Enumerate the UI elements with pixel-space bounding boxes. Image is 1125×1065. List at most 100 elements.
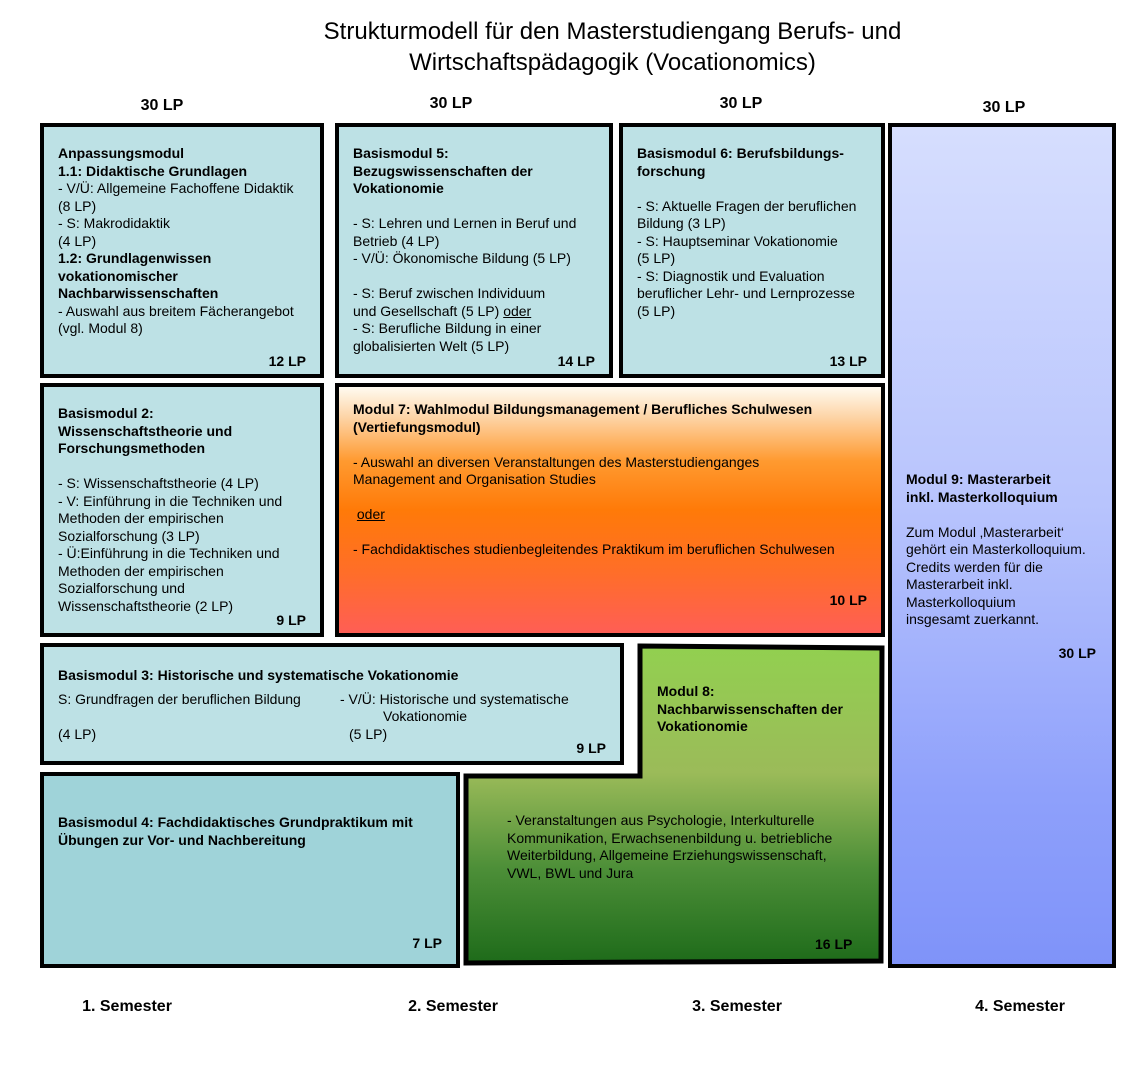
module-2: Basismodul 2: Wissenschaftstheorie und F… [40, 383, 324, 637]
submodule-title: Nachbarwissenschaften [58, 285, 219, 301]
course-line: - V: Einführung in die Techniken und [58, 492, 283, 509]
module-4: Basismodul 4: Fachdidaktisches Grundprak… [40, 772, 460, 968]
module-credits: 30 LP [1058, 644, 1096, 661]
course-line: - S: Aktuelle Fragen der beruflichen [637, 197, 857, 214]
course-line: (vgl. Modul 8) [58, 320, 143, 336]
module-8-credits: 16 LP [815, 936, 853, 952]
diagram-title: Strukturmodell für den Masterstudiengang… [0, 16, 1125, 78]
course-line: - Ü:Einführung in die Techniken und [58, 545, 280, 561]
course-line: Vokationomie [383, 707, 468, 724]
course-line: Bildung (3 LP) [637, 215, 726, 231]
course-line: - S: Wissenschaftstheorie (4 LP) [58, 475, 259, 491]
course-line: Kommunikation, Erwachsenenbildung u. bet… [507, 829, 833, 846]
course-credits: (4 LP) [58, 232, 97, 249]
course-line: und Gesellschaft (5 LP) oder [353, 303, 595, 321]
course-line: Weiterbildung, Allgemeine Erziehungswiss… [507, 847, 827, 863]
course-line: Sozialforschung (3 LP) [58, 527, 200, 544]
option-line: - Auswahl an diversen Veranstaltungen de… [353, 453, 760, 470]
course-line: (5 LP) [637, 250, 676, 266]
course-line: - V/Ü: Allgemeine Fachoffene Didaktik [58, 180, 294, 196]
semester-2-credits: 30 LP [429, 95, 473, 112]
module-title: forschung [637, 162, 706, 179]
submodule-title: vokationomischer [58, 267, 178, 284]
course-line: - S: Hauptseminar Vokationomie [637, 232, 838, 249]
semester-3-label: 3. Semester [692, 998, 782, 1015]
title-line-2: Wirtschaftspädagogik (Vocationomics) [409, 49, 816, 76]
semester-2-label: 2. Semester [408, 998, 498, 1015]
module-title: Basismodul 2: [58, 405, 154, 421]
description-line: insgesamt zuerkannt. [906, 611, 1040, 627]
module-title: Vokationomie [657, 718, 748, 734]
or-label: oder [503, 302, 532, 319]
module-title: Vokationomie [353, 180, 444, 196]
module-9: Modul 9: Masterarbeit inkl. Masterkolloq… [888, 123, 1116, 968]
module-8-courses: - Veranstaltungen aus Psychologie, Inter… [507, 812, 832, 882]
module-credits: 9 LP [576, 739, 606, 756]
course-credits: (4 LP) [58, 725, 97, 742]
description-line: Credits werden für die [906, 558, 1043, 575]
module-title: Forschungsmethoden [58, 440, 206, 456]
course-line: - Auswahl aus breitem Fächerangebot [58, 302, 294, 319]
course-line: S: Grundfragen der beruflichen Bildung [58, 690, 301, 707]
semester-4-credits: 30 LP [982, 99, 1026, 116]
module-title: Wissenschaftstheorie und [58, 422, 233, 439]
semester-3-credits: 30 LP [719, 95, 763, 112]
module-credits: 13 LP [829, 352, 867, 369]
course-line: - Veranstaltungen aus Psychologie, Inter… [507, 812, 815, 828]
course-line: Methoden der empirischen [58, 510, 224, 526]
option-line: Management and Organisation Studies [353, 471, 596, 487]
course-line: globalisierten Welt (5 LP) [353, 337, 510, 354]
module-credits: 12 LP [268, 352, 306, 369]
module-title: Bezugswissenschaften der [353, 162, 533, 179]
course-line: - S: Lehren und Lernen in Beruf und [353, 215, 577, 231]
module-8-title: Modul 8: Nachbarwissenschaften der Vokat… [657, 683, 843, 736]
description-line: Zum Modul ‚Masterarbeit‘ [906, 523, 1064, 540]
course-line: - S: Beruf zwischen Individuum [353, 285, 546, 301]
course-line: Methoden der empirischen [58, 562, 224, 579]
module-title: Basismodul 3: Historische und systematis… [58, 667, 459, 683]
module-5: Basismodul 5: Bezugswissenschaften der V… [335, 123, 613, 378]
module-7: Modul 7: Wahlmodul Bildungsmanagement / … [335, 383, 885, 637]
module-title: Basismodul 6: Berufsbildungs- [637, 145, 844, 161]
course-line: Wissenschaftstheorie (2 LP) [58, 597, 234, 614]
module-title: Basismodul 4: Fachdidaktisches Grundprak… [58, 814, 413, 830]
semester-1-credits: 30 LP [140, 97, 184, 114]
submodule-title: 1.2: Grundlagenwissen [58, 250, 212, 266]
module-title: Übungen zur Vor- und Nachbereitung [58, 831, 306, 848]
course-line: Sozialforschung und [58, 580, 185, 596]
module-title: Modul 9: Masterarbeit [906, 471, 1051, 487]
semester-4-label: 4. Semester [975, 998, 1065, 1015]
course-text: und Gesellschaft (5 LP) [353, 302, 500, 319]
module-title: (Vertiefungsmodul) [353, 418, 481, 435]
module-credits: 7 LP [412, 934, 442, 951]
module-8-shape [463, 643, 885, 966]
module-title: Modul 8: [657, 683, 715, 699]
course-credits: (8 LP) [58, 197, 97, 214]
semester-1-label: 1. Semester [82, 998, 172, 1015]
course-line: - S: Diagnostik und Evaluation [637, 267, 825, 284]
description-line: gehört ein Masterkolloquium. [906, 541, 1086, 557]
title-line-1: Strukturmodell für den Masterstudiengang… [323, 18, 902, 45]
module-title: Anpassungsmodul [58, 145, 185, 161]
course-line: Betrieb (4 LP) [353, 232, 440, 249]
submodule-title: 1.1: Didaktische Grundlagen [58, 162, 248, 179]
description-line: Masterkolloquium [906, 593, 1016, 610]
description-line: Masterarbeit inkl. [906, 576, 1013, 592]
course-line: - V/Ü: Ökonomische Bildung (5 LP) [353, 250, 571, 266]
module-title: Basismodul 5: [353, 145, 449, 161]
or-label: oder [356, 506, 385, 522]
course-line: (5 LP) [637, 302, 676, 319]
module-3: Basismodul 3: Historische und systematis… [40, 643, 624, 765]
module-6: Basismodul 6: Berufsbildungs- forschung … [619, 123, 885, 378]
module-anpassung: Anpassungsmodul 1.1: Didaktische Grundla… [40, 123, 324, 378]
course-credits: (5 LP) [349, 725, 388, 742]
module-title: inkl. Masterkolloquium [906, 488, 1058, 505]
module-title: Nachbarwissenschaften der [657, 700, 843, 717]
course-line: - V/Ü: Historische und systematische [340, 690, 569, 707]
module-credits: 10 LP [829, 591, 867, 608]
course-line: VWL, BWL und Jura [507, 864, 634, 881]
course-line: beruflicher Lehr- und Lernprozesse [637, 285, 855, 301]
module-title: Modul 7: Wahlmodul Bildungsmanagement / … [353, 401, 813, 417]
option-line: - Fachdidaktisches studienbegleitendes P… [353, 541, 835, 557]
module-credits: 14 LP [557, 352, 595, 369]
